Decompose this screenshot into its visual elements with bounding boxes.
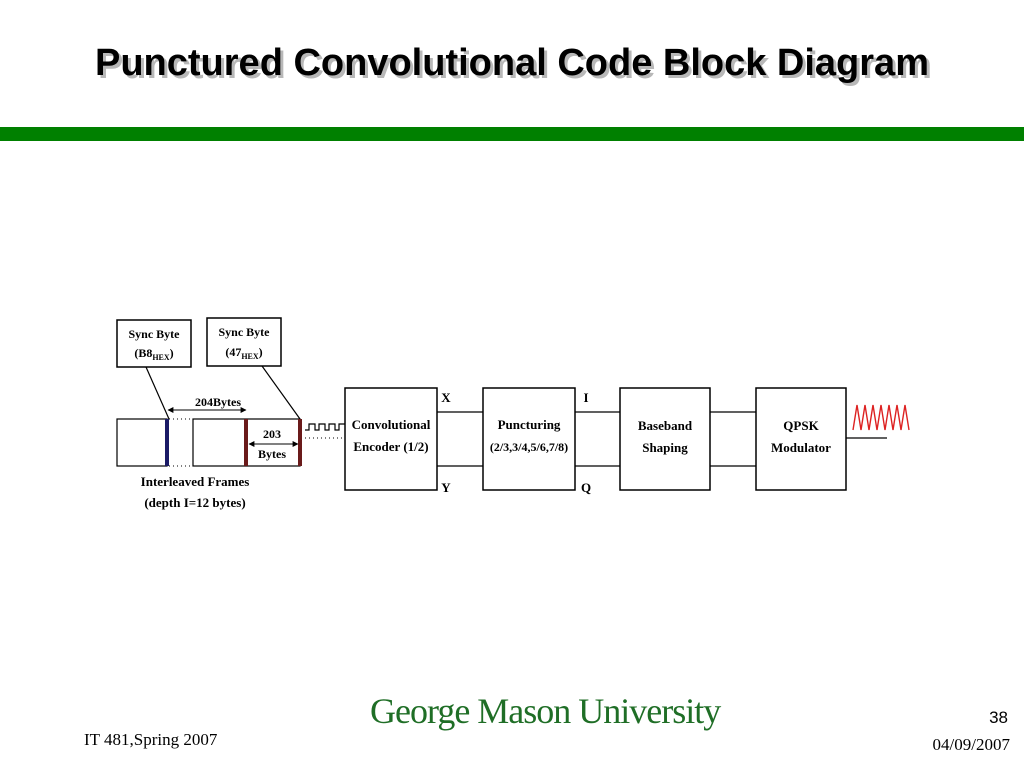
- page-number: 38: [989, 708, 1008, 727]
- bit-stream-waveform: [305, 423, 345, 431]
- sync-byte-47-label: Sync Byte: [219, 325, 271, 339]
- label-204-bytes: 204Bytes: [195, 395, 241, 409]
- b8-pointer-line: [145, 366, 170, 420]
- footer-date: 04/09/2007: [932, 735, 1010, 754]
- label-x: X: [441, 390, 451, 405]
- sync-byte-47-marker: [244, 419, 248, 466]
- 47-pointer-line: [261, 365, 301, 420]
- encoder-label: Convolutional: [352, 417, 431, 432]
- sync-byte-47-callout: Sync Byte (47HEX): [206, 317, 301, 420]
- university-logo: George Mason University: [370, 691, 721, 731]
- rf-signal-waveform: [852, 404, 910, 431]
- modulator-label: Modulator: [771, 440, 831, 455]
- baseband-shaping-block: Baseband Shaping: [619, 387, 711, 491]
- shaping-label: Shaping: [642, 440, 688, 455]
- frame-1: [116, 418, 169, 467]
- title-divider: [0, 127, 1024, 141]
- footer-course: IT 481,Spring 2007: [84, 730, 218, 749]
- puncturing-block: Puncturing (2/3,3/4,5/6,7/8): [482, 387, 576, 491]
- convolutional-encoder-block: Convolutional Encoder (1/2): [344, 387, 438, 491]
- sync-byte-47-value: (47HEX): [225, 345, 262, 361]
- qpsk-modulator-block: QPSK Modulator: [755, 387, 847, 491]
- encoder-rate-label: Encoder (1/2): [353, 439, 428, 454]
- label-i: I: [583, 390, 588, 405]
- baseband-label: Baseband: [638, 418, 693, 433]
- interleaved-frames-caption: Interleaved Frames: [141, 474, 250, 489]
- qpsk-label: QPSK: [783, 418, 819, 433]
- label-y: Y: [441, 480, 451, 495]
- label-203: 203: [263, 427, 281, 441]
- sync-byte-b8-label: Sync Byte: [129, 327, 181, 341]
- label-203-bytes: Bytes: [258, 447, 286, 461]
- slide-title: Punctured Convolutional Code Block Diagr…: [95, 42, 929, 84]
- sync-byte-47-marker-end: [298, 419, 302, 466]
- sync-byte-b8-callout: Sync Byte (B8HEX): [116, 319, 192, 420]
- puncturing-rates-label: (2/3,3/4,5/6,7/8): [490, 440, 568, 454]
- sync-byte-b8-value: (B8HEX): [134, 346, 173, 362]
- puncturing-label: Puncturing: [498, 417, 561, 432]
- label-q: Q: [581, 480, 591, 495]
- sync-byte-b8-marker: [165, 419, 169, 466]
- interleave-depth-caption: (depth I=12 bytes): [144, 495, 245, 510]
